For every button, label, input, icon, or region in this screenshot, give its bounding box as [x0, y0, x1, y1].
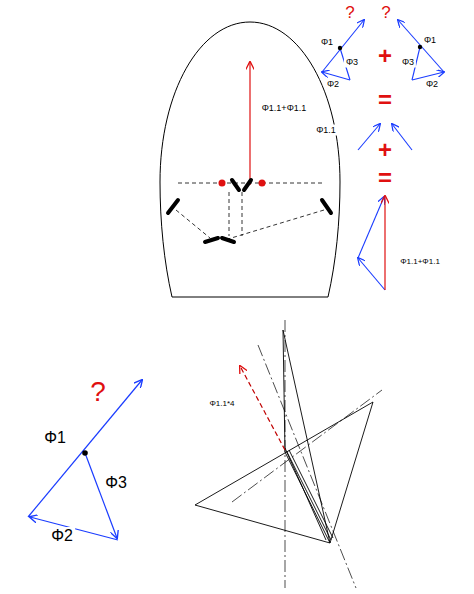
question-mark: ? — [379, 3, 392, 22]
vector-label: Φ2 — [325, 79, 341, 90]
vector-label: Φ2 — [49, 527, 75, 545]
vector-label: Φ1.1+Φ1.1 — [260, 103, 309, 114]
vector-label: Φ1 — [422, 35, 438, 46]
resultant-arrow — [249, 62, 250, 185]
vector-label: Φ1 — [42, 429, 68, 447]
plus-sign: + — [376, 43, 394, 69]
resultant-arrow — [384, 196, 385, 290]
equals-sign: = — [376, 87, 394, 113]
question-mark: ? — [88, 377, 108, 407]
vector-label: Φ1.1 — [314, 125, 338, 136]
vector-label: Φ2 — [424, 79, 440, 90]
dashed-links — [176, 183, 324, 239]
vector-label: Φ1 — [319, 37, 335, 48]
center-lines — [232, 320, 382, 588]
scaled-resultant — [240, 366, 285, 450]
vector-triangles — [322, 20, 444, 290]
vector-label: Φ3 — [103, 474, 129, 492]
construction — [195, 330, 373, 543]
vector-label: Φ1.1+Φ1.1 — [398, 257, 442, 267]
vector-label: Φ3 — [400, 57, 416, 68]
sensor-marks — [168, 180, 331, 242]
vector-label: Φ3 — [344, 57, 360, 68]
vector-label: Φ1.1*4 — [207, 399, 236, 409]
point — [338, 46, 342, 50]
equals-sign: = — [376, 165, 394, 191]
question-mark: ? — [343, 3, 356, 22]
egg-outline — [160, 22, 340, 297]
red-dot — [259, 180, 266, 187]
vector-triangle — [28, 380, 142, 540]
red-dot — [219, 180, 226, 187]
plus-sign: + — [376, 137, 394, 163]
point — [82, 450, 88, 456]
